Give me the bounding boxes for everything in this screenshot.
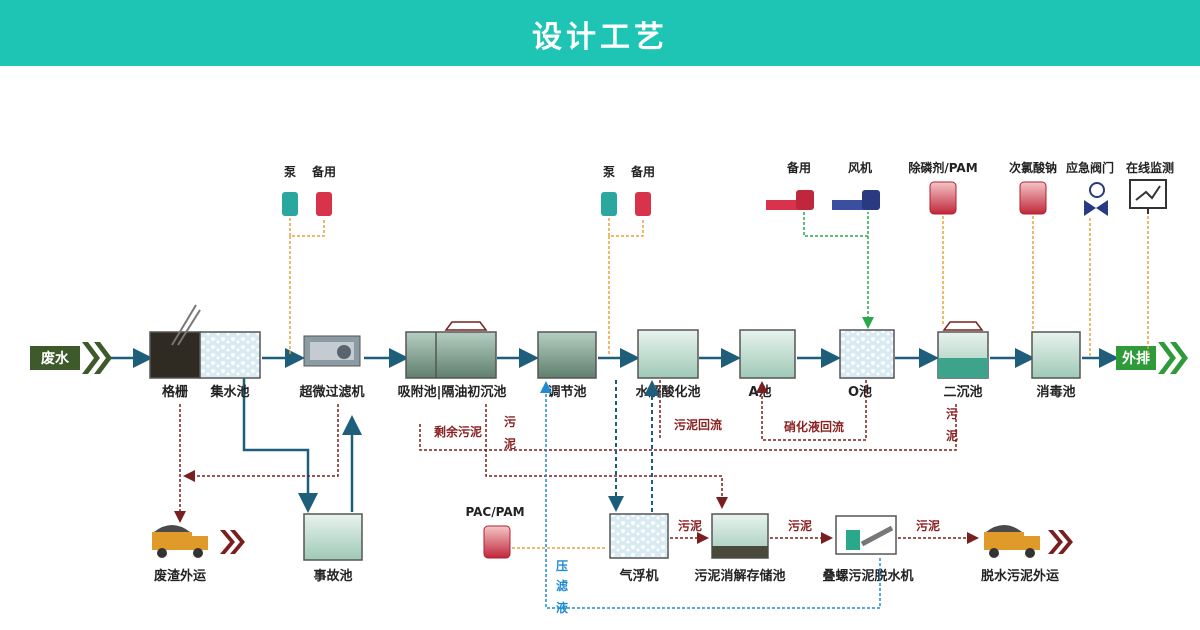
sludge-storage-label: 污泥消解存储池	[694, 568, 785, 584]
online-monitor-label: 在线监测	[1126, 160, 1174, 175]
a-tank: A池	[739, 329, 796, 400]
standby1-label: 备用	[311, 164, 336, 179]
ultrafilter-label: 超微过滤机	[299, 384, 364, 400]
sludge-return-label: 污泥回流	[674, 417, 722, 432]
secondary-clarifier-label: 二沉池	[943, 384, 982, 400]
standby2-label: 备用	[630, 164, 655, 179]
pump-group-1: 泵 备用	[282, 164, 336, 356]
collection-tank-label: 集水池	[209, 384, 249, 400]
screw-press-label: 叠螺污泥脱水机	[822, 568, 913, 584]
sludge-flow-label: 污泥	[788, 518, 812, 533]
phosphorus-removal-dosing: 除磷剂/PAM	[908, 160, 978, 326]
pump-icon	[601, 192, 617, 216]
hypochlorite-dosing: 次氯酸钠	[1009, 160, 1057, 330]
blower-icon	[832, 200, 872, 210]
outlet-label: 外排	[1122, 350, 1150, 367]
chemical-tank-icon	[483, 525, 511, 559]
dewatered-sludge-truck: 脱水污泥外运	[981, 525, 1073, 584]
screw-press-unit: 叠螺污泥脱水机	[822, 515, 914, 584]
secondary-clarifier: 二沉池	[937, 321, 989, 400]
nitrate-return-label: 硝化液回流	[784, 419, 844, 434]
chemical-tank-icon	[1019, 181, 1047, 215]
pump-icon	[282, 192, 298, 216]
sludge-flow-label: 污泥	[916, 518, 940, 533]
chevron-right-icon	[220, 530, 235, 554]
pump-icon	[635, 192, 651, 216]
residual-sludge-label: 剩余污泥	[434, 424, 482, 439]
filtrate-vertical-label: 液	[556, 600, 568, 615]
sludge-vertical-label: 泥	[504, 437, 516, 451]
online-monitor: 在线监测	[1126, 160, 1174, 356]
main-flow-line	[108, 348, 1119, 513]
pac-pam-label: PAC/PAM	[465, 505, 524, 519]
sludge-storage-tank: 污泥消解存储池	[694, 513, 786, 584]
regulating-tank: 调节池	[537, 331, 597, 400]
standby-blower-label: 备用	[786, 160, 811, 175]
pump-icon	[316, 192, 332, 216]
air-flotation-label: 气浮机	[619, 568, 658, 584]
grille-unit: 格栅	[149, 304, 201, 400]
air-flotation-unit: 气浮机	[609, 513, 669, 584]
o-tank-label: O池	[848, 384, 872, 400]
a-tank-label: A池	[748, 384, 771, 400]
blower-group: 备用 风机	[766, 160, 880, 329]
blower-label: 风机	[848, 160, 872, 175]
inlet-label: 废水	[41, 350, 70, 367]
pump2-label: 泵	[603, 165, 615, 179]
chevron-right-icon	[82, 342, 100, 374]
waste-residue-truck: 废渣外运	[152, 525, 245, 584]
filtrate-line	[540, 381, 881, 609]
flotation-pipes	[608, 380, 660, 512]
pump1-label: 泵	[284, 165, 296, 179]
chevron-right-icon	[1158, 342, 1176, 374]
filtrate-vertical-label: 压	[556, 559, 568, 573]
hydrolysis-tank-label: 水解酸化池	[635, 384, 700, 400]
regulating-tank-label: 调节池	[547, 384, 586, 400]
o-tank: O池	[839, 329, 895, 400]
sludge-flow-label: 污泥	[678, 518, 702, 533]
emergency-valve-label: 应急阀门	[1066, 160, 1114, 175]
grille-label: 格栅	[162, 384, 188, 400]
sludge-vertical-label: 污	[946, 406, 958, 421]
chevron-right-icon	[94, 342, 112, 374]
header-banner: 设计工艺	[0, 0, 1200, 66]
sludge-vertical-label: 污	[504, 414, 516, 429]
outlet-terminal: 外排	[1116, 342, 1188, 374]
pac-pam-dosing: PAC/PAM	[465, 505, 606, 559]
chemical-tank-icon	[929, 181, 957, 215]
ultrafilter-unit: 超微过滤机	[299, 335, 365, 400]
adsorption-tank-label: 吸附池|隔油初沉池	[398, 384, 507, 400]
disinfection-tank: 消毒池	[1031, 331, 1081, 400]
chevron-right-icon	[1048, 530, 1063, 554]
pump-group-2: 泵 备用	[601, 164, 655, 356]
emergency-valve: 应急阀门	[1066, 160, 1114, 356]
emergency-tank: 事故池	[303, 513, 363, 584]
chevron-right-icon	[1170, 342, 1188, 374]
dewatered-sludge-label: 脱水污泥外运	[981, 568, 1059, 584]
emergency-tank-label: 事故池	[313, 568, 352, 584]
chevron-right-icon	[230, 530, 245, 554]
valve-icon	[1089, 182, 1105, 198]
blower-icon	[766, 200, 806, 210]
chevron-right-icon	[1058, 530, 1073, 554]
page-title: 设计工艺	[532, 20, 668, 55]
phosphorus-removal-label: 除磷剂/PAM	[908, 160, 977, 175]
sludge-lines	[174, 380, 979, 544]
adsorption-tank: 吸附池|隔油初沉池	[398, 321, 507, 400]
hydrolysis-tank: 水解酸化池	[635, 329, 701, 400]
collection-tank: 集水池	[199, 331, 261, 400]
sludge-vertical-label: 泥	[946, 429, 958, 443]
filtrate-vertical-label: 滤	[556, 578, 568, 593]
inlet-terminal: 废水	[30, 342, 112, 374]
disinfection-tank-label: 消毒池	[1036, 384, 1075, 400]
waste-residue-label: 废渣外运	[154, 568, 206, 584]
hypochlorite-label: 次氯酸钠	[1009, 160, 1057, 175]
